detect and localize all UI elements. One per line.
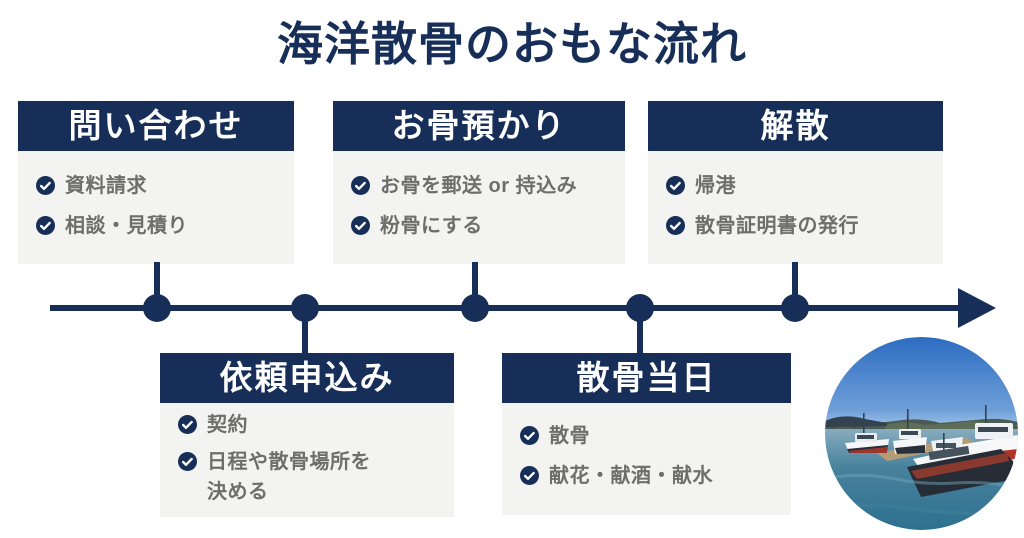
step-body: お骨を郵送 or 持込み 粉骨にする bbox=[333, 151, 625, 264]
step-header: お骨預かり bbox=[333, 101, 625, 151]
timeline-connector bbox=[472, 262, 478, 308]
list-item-label: 帰港 bbox=[695, 175, 736, 197]
list-item: 散骨 bbox=[520, 421, 775, 451]
list-item: 契約 bbox=[178, 410, 438, 440]
harbor-boats-illustration bbox=[825, 337, 1018, 530]
arrow-right-icon bbox=[958, 288, 996, 328]
harbor-boats-photo bbox=[825, 337, 1018, 530]
timeline-connector bbox=[302, 308, 308, 353]
list-item: 散骨証明書の発行 bbox=[666, 211, 927, 241]
step-body: 帰港 散骨証明書の発行 bbox=[648, 151, 943, 264]
list-item: 粉骨にする bbox=[351, 211, 609, 241]
check-circle-icon bbox=[36, 176, 55, 195]
timeline-dot bbox=[291, 294, 319, 322]
list-item: 資料請求 bbox=[36, 171, 278, 201]
list-item-label: 契約 bbox=[207, 414, 248, 436]
step-body: 契約 日程や散骨場所を 決める bbox=[160, 403, 454, 517]
step-box-scattering-day: 散骨当日 散骨 献花・献酒・献水 bbox=[502, 353, 791, 515]
check-circle-icon bbox=[520, 426, 539, 445]
timeline-connector bbox=[637, 308, 643, 353]
timeline-dot bbox=[461, 294, 489, 322]
list-item: 日程や散骨場所を 決める bbox=[178, 447, 438, 507]
list-item-label: 資料請求 bbox=[65, 175, 147, 197]
list-item-label: お骨を郵送 or 持込み bbox=[380, 175, 578, 197]
step-box-dismissal: 解散 帰港 散骨証明書の発行 bbox=[648, 101, 943, 264]
step-header: 散骨当日 bbox=[502, 353, 791, 403]
step-box-inquiry: 問い合わせ 資料請求 相談・見積り bbox=[18, 101, 294, 264]
step-header: 依頼申込み bbox=[160, 353, 454, 403]
timeline-dot bbox=[143, 294, 171, 322]
step-body: 資料請求 相談・見積り bbox=[18, 151, 294, 264]
step-header: 解散 bbox=[648, 101, 943, 151]
check-circle-icon bbox=[36, 216, 55, 235]
list-item-label: 散骨証明書の発行 bbox=[695, 215, 859, 237]
step-box-bone-custody: お骨預かり お骨を郵送 or 持込み 粉骨にする bbox=[333, 101, 625, 264]
check-circle-icon bbox=[666, 216, 685, 235]
check-circle-icon bbox=[351, 216, 370, 235]
list-item: 相談・見積り bbox=[36, 211, 278, 241]
timeline-dot bbox=[626, 294, 654, 322]
list-item-label: 日程や散骨場所を 決める bbox=[207, 451, 371, 503]
list-item: お骨を郵送 or 持込み bbox=[351, 171, 609, 201]
check-circle-icon bbox=[351, 176, 370, 195]
timeline-connector bbox=[792, 262, 798, 308]
list-item-label: 献花・献酒・献水 bbox=[549, 465, 713, 487]
check-circle-icon bbox=[178, 452, 197, 471]
timeline-connector bbox=[154, 262, 160, 308]
timeline-dot bbox=[781, 294, 809, 322]
check-circle-icon bbox=[666, 176, 685, 195]
check-circle-icon bbox=[520, 466, 539, 485]
list-item: 帰港 bbox=[666, 171, 927, 201]
step-header: 問い合わせ bbox=[18, 101, 294, 151]
list-item-label: 散骨 bbox=[549, 425, 590, 447]
list-item-label: 相談・見積り bbox=[65, 215, 188, 237]
step-box-application: 依頼申込み 契約 日程や散骨場所を 決める bbox=[160, 353, 454, 517]
page-title: 海洋散骨のおもな流れ bbox=[277, 18, 747, 70]
check-circle-icon bbox=[178, 415, 197, 434]
list-item-label: 粉骨にする bbox=[380, 215, 483, 237]
step-body: 散骨 献花・献酒・献水 bbox=[502, 403, 791, 515]
timeline-line bbox=[50, 305, 962, 311]
list-item: 献花・献酒・献水 bbox=[520, 461, 775, 491]
